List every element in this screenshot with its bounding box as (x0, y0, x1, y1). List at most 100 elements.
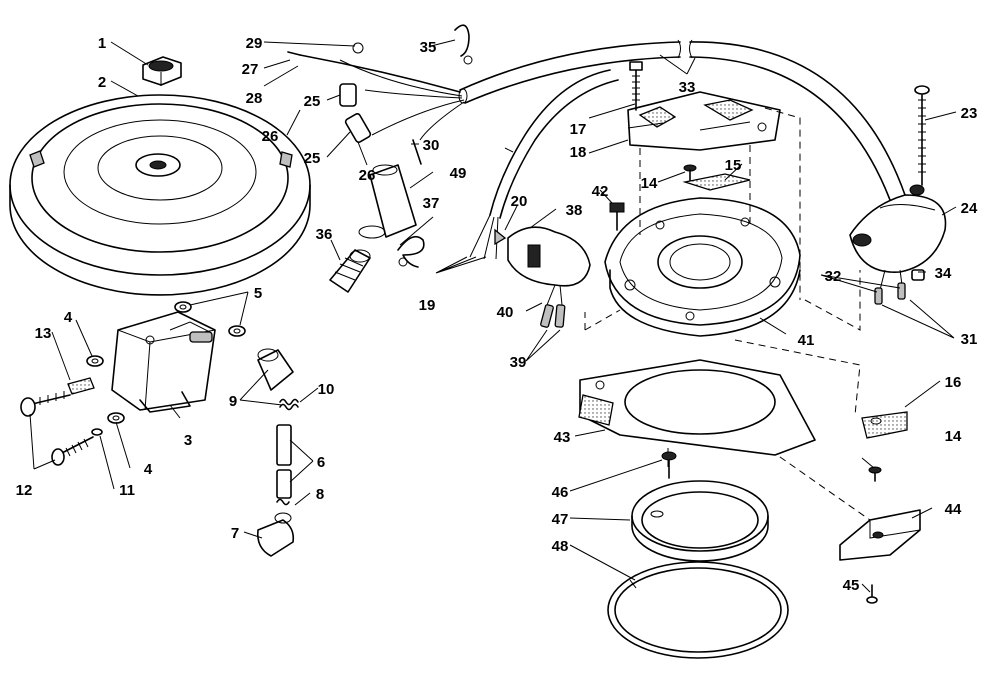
callout-label: 36 (316, 226, 333, 243)
callout-label: 39 (510, 354, 527, 371)
callout-label: 37 (423, 195, 440, 212)
leader-line (529, 208, 557, 229)
leader-line (110, 80, 139, 97)
leader-line (409, 171, 434, 189)
callout-label: 4 (144, 461, 153, 478)
leader-line (435, 256, 487, 274)
callout-label: 30 (423, 137, 440, 154)
mounting-bolts (20, 377, 95, 466)
callout-label: 7 (231, 525, 239, 542)
leader-line (588, 139, 629, 154)
callout-label: 43 (554, 429, 571, 446)
callout-label: 49 (450, 165, 467, 182)
callout-label: 45 (843, 577, 860, 594)
callout-label: 4 (64, 309, 73, 326)
screw-42 (609, 202, 625, 231)
leader-line (759, 317, 787, 335)
trigger-assembly (627, 91, 781, 151)
callout-label: 18 (570, 144, 587, 161)
plug-boot-upper (257, 348, 294, 391)
spring-terminal (279, 398, 299, 411)
callout-label: 42 (592, 183, 609, 200)
leader-line (430, 39, 456, 47)
callout-label: 28 (246, 90, 263, 107)
retainer-clip (682, 173, 751, 191)
leader-line (525, 302, 543, 312)
callout-label: 2 (98, 74, 106, 91)
callout-label: 29 (246, 35, 263, 52)
leader-line (51, 331, 71, 381)
callout-label: 26 (262, 128, 279, 145)
screw-45 (866, 584, 878, 604)
callout-numbers: 1 2 3 4 4 5 6 7 8 9 10 11 12 13 14 14 15… (16, 35, 978, 594)
leader-line (299, 387, 319, 403)
leader-line (525, 329, 561, 362)
leader-line (657, 171, 686, 183)
leader-line (881, 299, 955, 339)
callout-label: 13 (35, 325, 52, 342)
sleeve-49 (358, 164, 417, 239)
trigger-coil (849, 85, 947, 305)
callout-label: 26 (359, 167, 376, 184)
retaining-ring (607, 561, 789, 659)
callout-label: 33 (679, 79, 696, 96)
callout-label: 46 (552, 484, 569, 501)
callout-label: 41 (798, 332, 815, 349)
screw-14-lower (868, 466, 882, 482)
callout-label: 24 (961, 200, 978, 217)
ground-wire (397, 235, 425, 268)
flywheel (9, 94, 311, 296)
screw-small (683, 164, 697, 181)
leader-line (659, 54, 696, 75)
leader-line (330, 239, 341, 261)
leader-line (110, 41, 149, 66)
leader-line (326, 94, 341, 101)
leader-line (357, 141, 368, 166)
leader-line (75, 319, 93, 357)
callout-label: 38 (566, 202, 583, 219)
leader-line (169, 404, 181, 419)
leader-line (326, 131, 351, 158)
timer-base (604, 197, 801, 337)
leader-line (239, 369, 283, 406)
dashed-alignment (584, 107, 871, 521)
callout-label: 20 (511, 193, 528, 210)
spring-terminal-lower (276, 498, 290, 506)
callout-label: 31 (961, 331, 978, 348)
bolt-long (629, 61, 643, 111)
leader-line (724, 163, 743, 181)
leader-line (263, 59, 291, 69)
callout-label: 10 (318, 381, 335, 398)
plug-cap (329, 249, 371, 293)
ignition-coil (494, 226, 591, 328)
callout-label: 14 (641, 175, 658, 192)
leader-line (243, 531, 263, 539)
leader-line (263, 41, 356, 47)
leader-line (289, 439, 314, 483)
callout-label: 40 (497, 304, 514, 321)
retaining-plate (631, 480, 769, 562)
block-16 (861, 411, 908, 439)
leader-line (29, 413, 56, 470)
leader-line (294, 492, 311, 506)
leader-line (924, 111, 957, 121)
callout-label: 8 (316, 486, 324, 503)
callout-label: 12 (16, 482, 33, 499)
callout-label: 14 (945, 428, 962, 445)
callout-label: 5 (254, 285, 262, 302)
cable-loop (469, 69, 619, 260)
leader-line (286, 109, 301, 136)
leader-line (569, 517, 631, 521)
support-plate (578, 359, 816, 456)
leader-line (569, 544, 636, 581)
callout-label: 25 (304, 150, 321, 167)
callout-label: 32 (825, 268, 842, 285)
leader-line (263, 65, 299, 87)
leader-line (904, 380, 941, 408)
leader-line (115, 421, 131, 469)
leader-line (599, 189, 613, 204)
callout-label: 44 (945, 501, 962, 518)
leader-line (399, 216, 434, 246)
